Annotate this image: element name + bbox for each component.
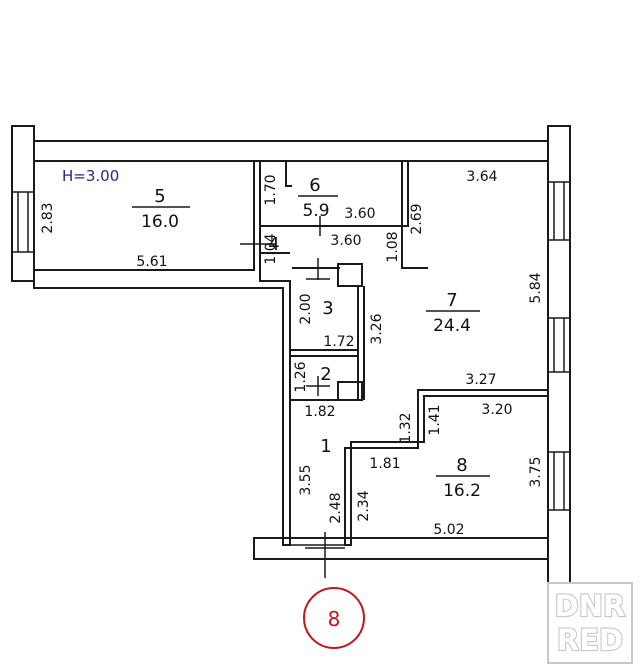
dim-1-32: 1.32 xyxy=(398,412,414,443)
room-8-area: 16.2 xyxy=(443,481,481,501)
bottom-wall xyxy=(253,537,549,560)
dim-1-81: 1.81 xyxy=(369,456,400,472)
dim-2-48: 2.48 xyxy=(328,492,344,523)
tick-marks xyxy=(240,216,345,578)
left-wall xyxy=(11,125,35,282)
room-2-number: 2 xyxy=(320,364,331,385)
dim-3-26: 3.26 xyxy=(369,313,385,344)
floor-badge-number: 8 xyxy=(328,607,341,631)
dim-1-41: 1.41 xyxy=(427,404,443,435)
room-5-number: 5 xyxy=(154,186,165,207)
room-7-area: 24.4 xyxy=(433,316,471,336)
dim-1-04: 1.04 xyxy=(263,233,279,264)
watermark-logo: DNR RED xyxy=(547,582,633,664)
dim-3-27: 3.27 xyxy=(465,372,496,388)
walls xyxy=(11,125,571,597)
dimension-labels: 2.83 5.61 1.70 3.60 2.69 3.64 1.04 3.60 … xyxy=(40,169,544,538)
dim-3-20: 3.20 xyxy=(481,402,512,418)
ceiling-height-label: H=3.00 xyxy=(62,167,119,185)
room-6-number: 6 xyxy=(309,175,320,196)
dim-3-60-a: 3.60 xyxy=(344,206,375,222)
room5-bottom-wall xyxy=(33,160,291,546)
dim-5-61: 5.61 xyxy=(136,254,167,270)
dim-2-83: 2.83 xyxy=(40,202,56,233)
right-wall xyxy=(547,125,571,597)
watermark-line-2: RED xyxy=(557,623,623,657)
dim-3-55: 3.55 xyxy=(298,464,314,495)
dim-3-75: 3.75 xyxy=(528,456,544,487)
dim-5-02: 5.02 xyxy=(433,522,464,538)
dim-2-00: 2.00 xyxy=(298,293,314,324)
room-8-number: 8 xyxy=(456,455,467,476)
room-3-number: 3 xyxy=(322,298,333,319)
dim-2-69: 2.69 xyxy=(409,203,425,234)
dim-3-60-b: 3.60 xyxy=(330,233,361,249)
dim-1-08: 1.08 xyxy=(385,231,401,262)
watermark-line-1: DNR xyxy=(555,589,626,623)
floor-badge-circle xyxy=(303,587,365,649)
room-5-area: 16.0 xyxy=(141,212,179,232)
dim-5-84: 5.84 xyxy=(528,272,544,303)
dim-3-64: 3.64 xyxy=(466,169,497,185)
room-6-area: 5.9 xyxy=(302,201,329,221)
dim-1-26: 1.26 xyxy=(293,361,309,392)
dim-1-82: 1.82 xyxy=(304,404,335,420)
top-wall xyxy=(33,140,549,162)
room-7-number: 7 xyxy=(446,290,457,311)
dim-1-70: 1.70 xyxy=(263,174,279,205)
dim-1-72: 1.72 xyxy=(323,334,354,350)
room8-wall xyxy=(344,389,549,546)
room-1-number: 1 xyxy=(320,436,331,457)
dim-2-34: 2.34 xyxy=(356,490,372,521)
floor-badge: 8 xyxy=(303,587,365,649)
room-4-number: 4 xyxy=(268,234,279,255)
